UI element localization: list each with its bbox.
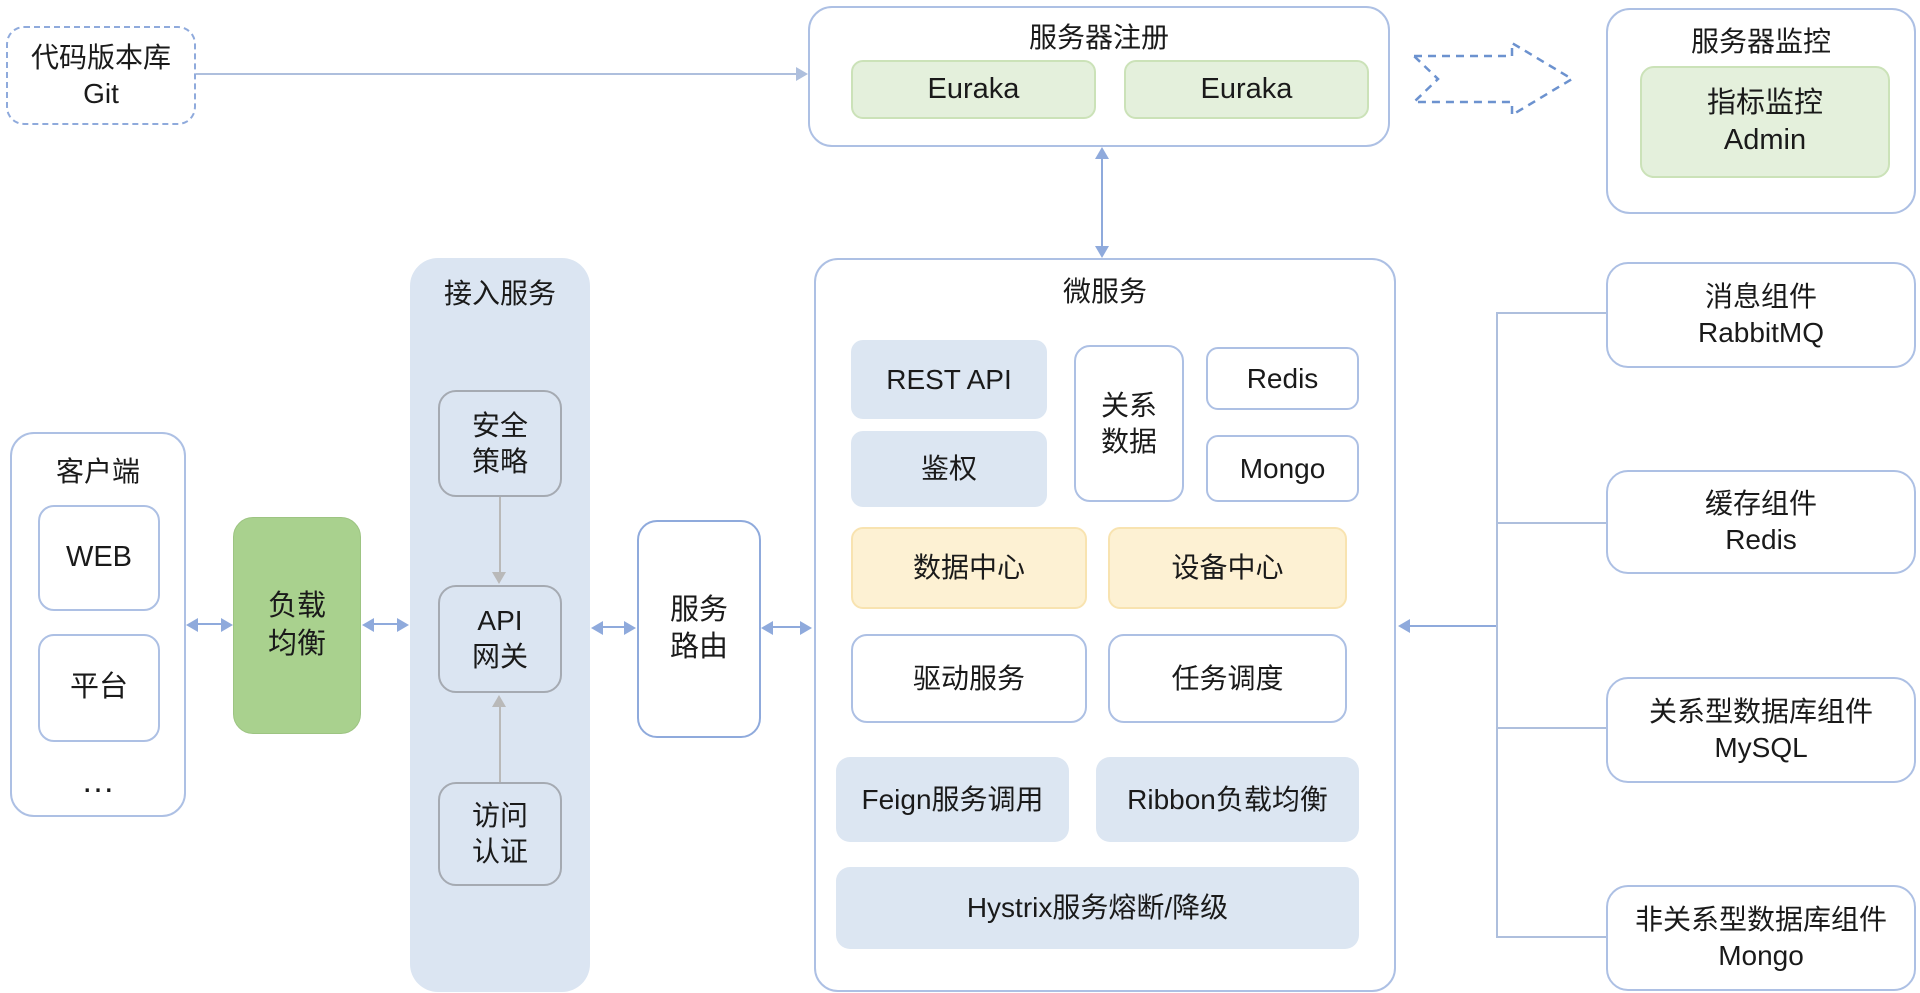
data-center-node: 数据中心 — [851, 527, 1087, 609]
relation-data-line1: 关系 — [1100, 389, 1157, 421]
component-tree-branch-rdb-line — [1496, 727, 1606, 729]
connector-lb-access-line — [373, 623, 399, 625]
git-repo-label-line1: 代码版本库 — [30, 41, 171, 73]
mongo-node: Mongo — [1206, 435, 1359, 502]
load-balancer-line1: 负载 — [267, 590, 326, 623]
eureka-node-2: Euraka — [1124, 60, 1369, 119]
service-router-node: 服务 路由 — [637, 520, 761, 738]
client-container — [10, 432, 186, 817]
authz-node: 鉴权 — [851, 431, 1047, 507]
metric-monitor-line2: Admin — [1723, 124, 1807, 156]
rest-api-node: REST API — [851, 340, 1047, 419]
cache-component-node: 缓存组件 Redis — [1606, 470, 1916, 574]
arrow-up-icon — [1095, 147, 1109, 159]
microservice-title: 微服务 — [1062, 276, 1147, 307]
arrow-left-icon — [362, 618, 374, 632]
client-more-ellipsis: … — [81, 762, 115, 800]
metric-monitor-line1: 指标监控 — [1706, 86, 1823, 119]
relation-data-line2: 数据 — [1100, 425, 1157, 457]
arrow-down-icon — [1095, 246, 1109, 258]
connector-registry-microservice-line — [1101, 158, 1103, 247]
security-policy-node: 安全 策略 — [438, 390, 562, 497]
mq-component-node: 消息组件 RabbitMQ — [1606, 262, 1916, 368]
arrow-right-icon — [624, 621, 636, 635]
access-auth-line2: 认证 — [471, 836, 528, 867]
mq-component-line2: RabbitMQ — [1697, 317, 1825, 348]
mq-component-line1: 消息组件 — [1704, 281, 1817, 313]
device-center-node: 设备中心 — [1108, 527, 1347, 609]
nosql-component-line1: 非关系型数据库组件 — [1634, 904, 1887, 936]
git-repo-node: 代码版本库 Git — [6, 26, 196, 125]
api-gateway-line1: API — [477, 605, 523, 637]
service-router-line2: 路由 — [669, 631, 728, 663]
api-gateway-node: API 网关 — [438, 585, 562, 693]
arrow-left-icon — [186, 618, 198, 632]
ribbon-node: Ribbon负载均衡 — [1096, 757, 1359, 842]
connector-router-micro-line — [772, 626, 802, 628]
client-platform-node: 平台 — [38, 634, 160, 742]
arrow-right-icon — [221, 618, 233, 632]
driver-service-node: 驱动服务 — [851, 634, 1087, 723]
arrow-up-icon — [492, 695, 506, 707]
load-balancer-node: 负载 均衡 — [233, 517, 361, 734]
hystrix-node: Hystrix服务熔断/降级 — [836, 867, 1359, 949]
connector-auth-gateway-line — [499, 707, 501, 782]
task-schedule-node: 任务调度 — [1108, 634, 1347, 723]
arrow-left-icon — [591, 621, 603, 635]
load-balancer-line2: 均衡 — [267, 627, 326, 660]
metric-monitor-node: 指标监控 Admin — [1640, 66, 1890, 178]
dashed-block-arrow-icon — [1412, 40, 1575, 118]
cache-component-line2: Redis — [1725, 524, 1797, 555]
cache-component-line1: 缓存组件 — [1704, 488, 1817, 520]
access-service-title: 接入服务 — [443, 278, 556, 309]
nosql-component-node: 非关系型数据库组件 Mongo — [1606, 885, 1916, 991]
component-tree-branch-cache-line — [1496, 522, 1606, 524]
connector-access-router-line — [602, 626, 626, 628]
component-tree-trunk-line — [1496, 313, 1498, 937]
feign-node: Feign服务调用 — [836, 757, 1069, 842]
component-tree-branch-nosql-line — [1496, 936, 1606, 938]
connector-security-gateway-line — [499, 497, 501, 572]
access-auth-line1: 访问 — [471, 800, 528, 832]
rdb-component-line2: MySQL — [1714, 732, 1808, 763]
rdb-component-line1: 关系型数据库组件 — [1648, 696, 1873, 728]
arrow-left-icon — [761, 621, 773, 635]
security-policy-line2: 策略 — [471, 445, 528, 477]
client-web-node: WEB — [38, 505, 160, 611]
arrow-left-icon — [1398, 619, 1410, 633]
server-monitor-title: 服务器监控 — [1690, 26, 1831, 57]
connector-git-to-registry-line — [196, 73, 796, 75]
redis-node: Redis — [1206, 347, 1359, 410]
arrow-right-icon — [796, 67, 808, 81]
service-router-line1: 服务 — [669, 593, 728, 626]
rdb-component-node: 关系型数据库组件 MySQL — [1606, 677, 1916, 783]
connector-components-micro-line — [1410, 625, 1496, 627]
nosql-component-line2: Mongo — [1718, 940, 1804, 971]
connector-client-lb-line — [197, 623, 223, 625]
arrow-right-icon — [397, 618, 409, 632]
api-gateway-line2: 网关 — [471, 641, 528, 672]
arrow-right-icon — [800, 621, 812, 635]
security-policy-line1: 安全 — [471, 409, 528, 441]
client-title: 客户端 — [55, 456, 140, 487]
relation-data-node: 关系 数据 — [1074, 345, 1184, 502]
arrow-down-icon — [492, 572, 506, 584]
eureka-node-1: Euraka — [851, 60, 1096, 119]
access-auth-node: 访问 认证 — [438, 782, 562, 886]
git-repo-label-line2: Git — [83, 77, 119, 109]
component-tree-branch-mq-line — [1496, 312, 1606, 314]
server-registry-title: 服务器注册 — [1028, 22, 1169, 53]
